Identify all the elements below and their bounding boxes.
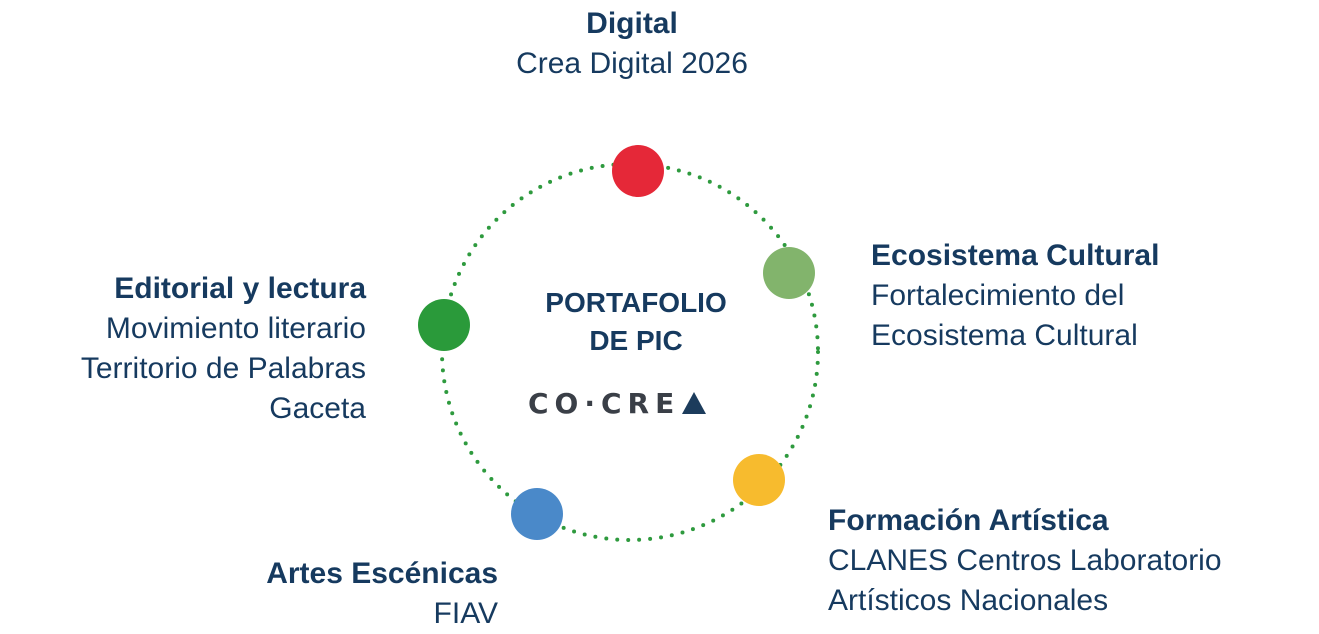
editorial-heading: Editorial y lectura: [114, 272, 366, 305]
artes-label: Artes Escénicas FIAV: [98, 554, 498, 634]
cocrea-logo: CO·CRE: [528, 385, 728, 421]
formacion-label: Formación Artística CLANES Centros Labor…: [828, 501, 1222, 621]
formacion-node[interactable]: [733, 454, 785, 506]
digital-line-1: Crea Digital 2026: [516, 47, 748, 80]
artes-node[interactable]: [511, 488, 563, 540]
hub-title-line1: PORTAFOLIO: [545, 287, 727, 318]
editorial-line-1: Movimiento literario: [105, 312, 366, 345]
artes-heading: Artes Escénicas: [266, 557, 498, 590]
editorial-line-3: Gaceta: [269, 392, 366, 425]
hub-title-line2: DE PIC: [589, 325, 683, 356]
ecosistema-line-1: Fortalecimiento del: [871, 279, 1125, 312]
cocrea-logo-text: CO·CRE: [528, 386, 681, 420]
editorial-line-2: Territorio de Palabras: [80, 352, 366, 385]
formacion-heading: Formación Artística: [828, 504, 1109, 537]
ecosistema-label: Ecosistema Cultural Fortalecimiento del …: [871, 236, 1159, 356]
ecosistema-heading: Ecosistema Cultural: [871, 239, 1160, 272]
digital-label: Digital Crea Digital 2026: [432, 4, 832, 84]
hub-title: PORTAFOLIO DE PIC: [520, 284, 752, 360]
logo-triangle-icon: [682, 392, 707, 414]
formacion-line-1: CLANES Centros Laboratorio: [828, 544, 1222, 577]
ecosistema-node[interactable]: [763, 247, 815, 299]
digital-node[interactable]: [612, 145, 664, 197]
editorial-node[interactable]: [418, 299, 470, 351]
digital-heading: Digital: [586, 7, 678, 40]
ecosistema-line-2: Ecosistema Cultural: [871, 319, 1138, 352]
artes-line-1: FIAV: [433, 597, 498, 630]
editorial-label: Editorial y lectura Movimiento literario…: [6, 269, 366, 429]
formacion-line-2: Artísticos Nacionales: [828, 584, 1109, 617]
